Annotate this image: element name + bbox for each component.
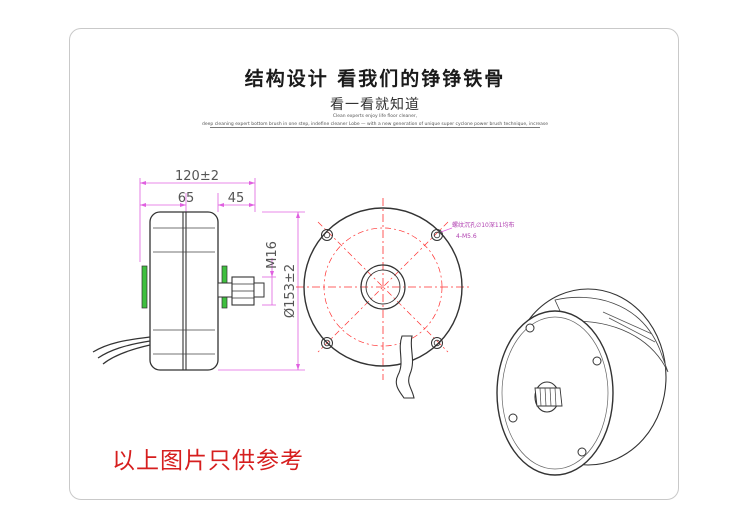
dimension-overall-width: 120±2 [140,169,255,185]
page-subtitle: 看一看就知道 [330,97,420,113]
thread-label: M16 [265,241,280,269]
content-frame [69,28,679,500]
mounting-holes [321,229,443,349]
cable-exit [395,335,415,399]
diameter-label: Ø153±2 [283,264,298,318]
left-width-label: 65 [178,191,195,206]
tagline-line-2: deep cleaning expert bottom brush in one… [202,122,548,127]
cable-2 [97,340,151,359]
housing-outline [303,207,463,367]
right-width-label: 45 [228,191,245,206]
dimension-left-width: 65 [140,191,194,207]
motor-body-side [149,211,219,371]
side-view: 120±2 65 45 [92,169,305,371]
green-marker-left [141,265,148,309]
front-view: 螺纹沉孔∅10深11均布 4-M5.6 [296,198,515,399]
page-title: 结构设计 看我们的铮铮铁骨 [244,68,506,90]
iso-view [496,288,669,476]
title-divider [210,127,540,128]
dimension-right-width: 45 [218,191,255,207]
cable-3 [102,344,151,365]
cable-1 [92,336,151,353]
tagline-line-1: Clean experts enjoy life floor cleaner, [332,114,418,119]
overall-width-label: 120±2 [175,169,219,184]
iso-shaft [534,387,563,407]
hole-note-line-2: 4-M5.6 [456,233,477,240]
hole-note-line-1: 螺纹沉孔∅10深11均布 [452,221,515,229]
reference-notice: 以上图片只供参考 [112,448,304,474]
center-bore [360,264,406,310]
